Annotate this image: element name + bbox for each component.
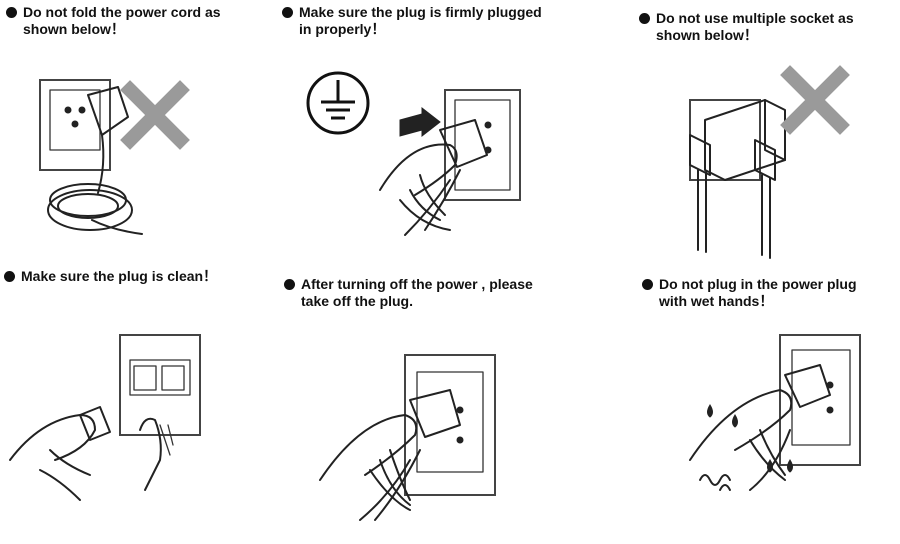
- caption-line1: After turning off the power , please: [301, 276, 533, 292]
- bullet-icon: [639, 13, 650, 24]
- prohibited-x-icon: [120, 80, 190, 150]
- caption-line1: Do not use multiple socket as: [656, 10, 854, 26]
- caption-line1: Make sure the plug is firmly plugged: [299, 4, 542, 20]
- wet-hands-icon: [689, 334, 861, 491]
- instruction-caption-4: Make sure the plug is clean！: [4, 268, 217, 285]
- bullet-icon: [6, 7, 17, 18]
- prohibited-x-icon: [780, 65, 850, 135]
- insert-plug-icon: [379, 89, 521, 236]
- caption-line2: with wet hands！: [659, 293, 774, 309]
- instruction-caption-1: Do not fold the power cord as shown belo…: [6, 4, 221, 38]
- bullet-icon: [4, 271, 15, 282]
- instruction-caption-6: Do not plug in the power plug with wet h…: [642, 276, 857, 310]
- folded-cord-icon: [39, 79, 190, 235]
- instruction-caption-3: Do not use multiple socket as shown belo…: [639, 10, 854, 44]
- multi-socket-icon: [689, 65, 850, 259]
- caption-line2: in properly！: [299, 21, 386, 37]
- bullet-icon: [642, 279, 653, 290]
- instruction-caption-2: Make sure the plug is firmly plugged in …: [282, 4, 542, 38]
- bullet-icon: [282, 7, 293, 18]
- bullet-icon: [284, 279, 295, 290]
- caption-line2: shown below！: [23, 21, 125, 37]
- caption-line1: Do not plug in the power plug: [659, 276, 857, 292]
- clean-plug-icon: [9, 334, 201, 501]
- caption-line2: take off the plug.: [301, 293, 413, 309]
- caption-line1: Make sure the plug is clean！: [21, 268, 218, 284]
- caption-line1: Do not fold the power cord as: [23, 4, 221, 20]
- instruction-caption-5: After turning off the power , please tak…: [284, 276, 533, 310]
- remove-plug-icon: [319, 354, 496, 521]
- caption-line2: shown below！: [656, 27, 758, 43]
- ground-symbol-icon: [306, 71, 370, 135]
